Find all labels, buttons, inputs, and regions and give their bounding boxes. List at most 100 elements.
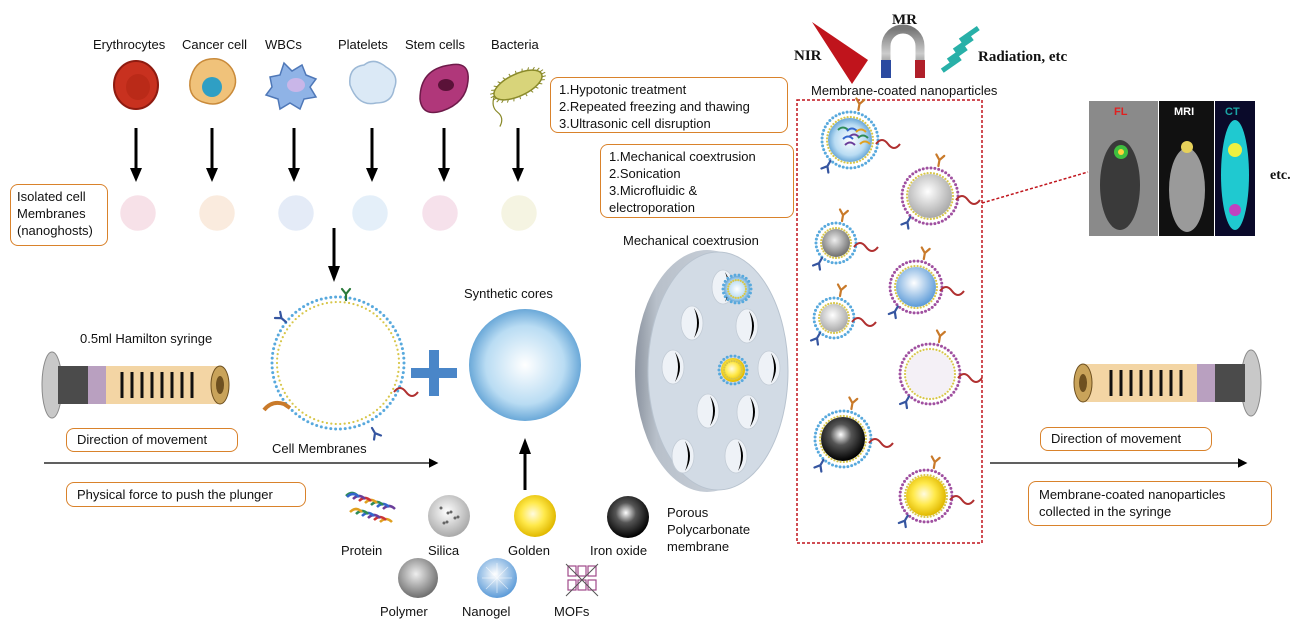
lipid-head [813,439,817,443]
lipid-head-inner [726,287,730,291]
lipid-head [932,342,936,346]
lipid-head [869,120,873,124]
lipid-head-inner [387,328,390,331]
receptor-protein [848,396,859,411]
ct-signal-2 [1229,204,1241,216]
lipid-head [904,354,908,358]
lipid-head-inner [820,430,823,433]
lipid-head [918,168,922,172]
lipid-head-inner [953,376,956,379]
membrane-protein-coil [393,387,419,397]
lipid-head [818,302,822,306]
lipid-head-inner [822,233,825,236]
lipid-head-inner [909,388,912,391]
lipid-head-inner [741,294,744,297]
lipid-head [831,160,835,164]
core-label-polymer: Polymer [380,604,428,619]
lipid-head [828,119,832,123]
isolated-membranes-box: Isolated cell Membranes (nanoghosts) [10,184,108,246]
lipid-head [908,514,912,518]
lipid-head-inner [905,196,909,199]
lipid-head [848,227,852,231]
lipid-head-inner [929,217,932,221]
bacterium-pilus [502,77,506,80]
lipid-head [852,249,856,253]
lipid-head [914,170,918,174]
lipid-head-inner [861,119,864,123]
lipid-head [276,389,280,393]
cell-label-cancer: Cancer cell [182,37,248,52]
receptor-protein [900,215,912,230]
lipid-head [399,380,403,384]
membrane-protein-coil [957,373,983,383]
lipid-head-inner [843,116,846,119]
lipid-head-inner [824,304,827,307]
lipid-head [391,397,395,401]
lipid-head-inner [927,269,931,272]
lipid-head [831,411,835,415]
lipid-head-inner [916,264,919,268]
lipid-head-inner [817,316,821,320]
receptor-protein [855,97,866,112]
cell-erythrocytes [113,60,159,110]
lipid-head-inner [397,370,400,373]
lipid-head [401,371,405,375]
lipid-head [838,465,842,469]
lipid-head-inner [849,238,852,242]
lipid-head [737,355,741,359]
lipid-head-inner [871,135,874,138]
lipid-head-inner [827,146,830,149]
lipid-head [824,415,828,419]
lipid-head-inner [920,173,923,176]
receptor-protein [811,256,824,271]
lipid-head [814,245,818,249]
lipid-head [933,518,937,522]
lipid-head-inner [895,276,899,279]
lipid-head [949,212,953,216]
lipid-head [867,426,871,430]
lipid-head [937,221,941,225]
lipid-head [928,342,932,346]
lipid-head [849,110,853,114]
lipid-head-inner [899,271,902,274]
cell-label-bacteria: Bacteria [491,37,539,52]
lipid-head [910,348,914,352]
lipid-head [820,227,824,231]
coated-np-dotted-box [796,99,983,544]
lipid-head [348,296,352,300]
lipid-head-inner [857,454,860,458]
lipid-head-inner [858,159,862,162]
lipid-head-inner [744,285,747,288]
cell-platelets [349,60,397,105]
lipid-head [334,427,338,431]
lipid-head-inner [334,422,337,426]
lipid-head-inner [840,228,843,231]
core-label-iron: Iron oxide [590,543,648,558]
lipid-head-inner [317,304,320,307]
lipid-head [862,455,866,459]
bacterium-pilus [496,99,500,103]
lipid-head [940,219,944,223]
lipid-head [898,376,902,380]
lipid-head-inner [914,213,917,216]
receptor-protein [370,426,383,441]
lipid-head [401,351,405,355]
lipid-head-inner [739,364,742,367]
lipid-head [298,307,302,311]
mof-node [567,579,577,591]
lipid-head-inner [925,267,928,270]
lipid-head-inner [945,491,948,494]
lipid-head-inner [730,294,733,297]
lipid-head-inner [928,347,932,351]
syringe-right [1073,349,1262,417]
lipid-head-inner [848,247,851,250]
lipid-head-inner [953,366,956,369]
silica-pore [456,515,460,519]
lipid-head [950,490,954,494]
lipid-head [952,179,956,183]
np-protein-strand [844,141,856,146]
lipid-head-inner [827,419,830,422]
lipid-head-inner [276,366,279,369]
lipid-head-inner [375,315,379,318]
radiation-icon [940,26,980,73]
